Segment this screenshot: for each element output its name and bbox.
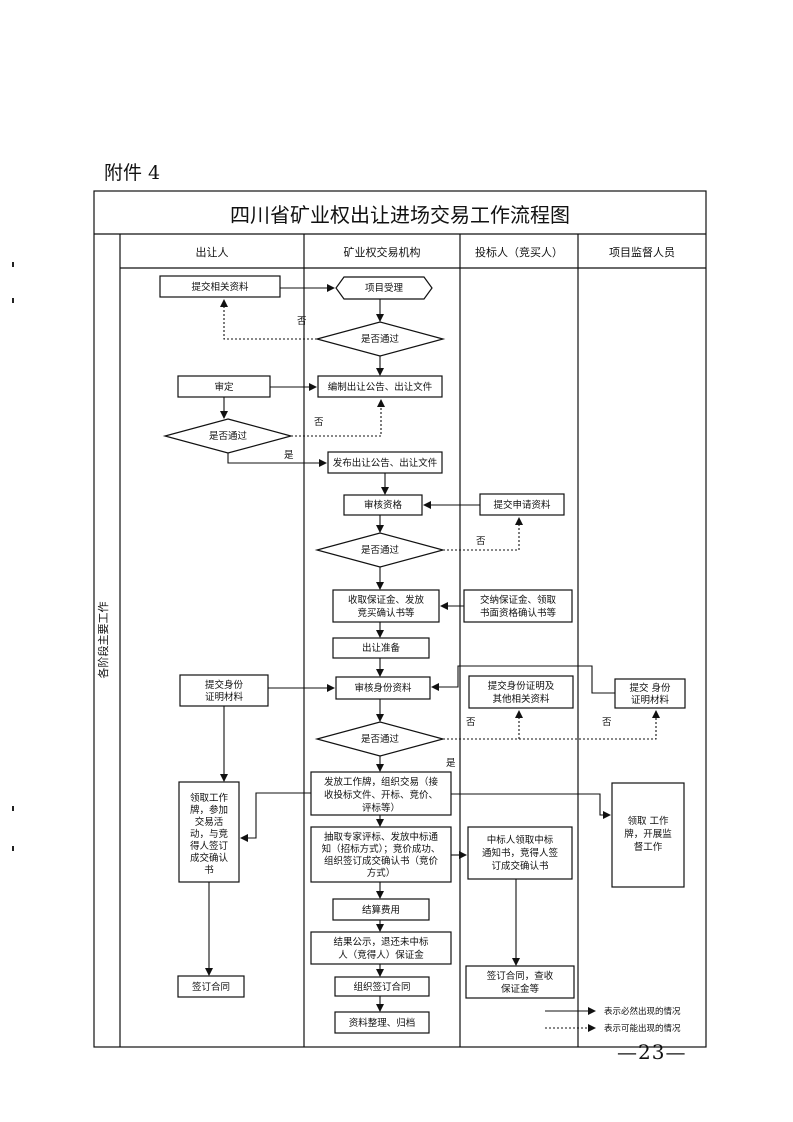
label-archive: 资料整理、归档: [349, 1017, 416, 1029]
label-pass-3: 是否通过: [361, 544, 400, 556]
branch-no-3: 否: [476, 536, 486, 547]
label-announce-1: 结果公示，退还未中标: [333, 936, 429, 948]
label-issue-1: 发放工作牌，组织交易（接: [324, 776, 439, 788]
node-deposit: [332, 589, 440, 623]
label-bidder-id-1: 提交身份证明及: [488, 680, 555, 692]
node-archive: [334, 1011, 430, 1034]
label-sign-org: 组织签订合同: [353, 981, 410, 993]
label-prepare: 出让准备: [362, 642, 401, 654]
branch-yes-1: 是: [284, 450, 294, 461]
label-seller-badge-5: 得人签订: [190, 840, 229, 852]
label-seller-badge-1: 领取工作: [190, 792, 229, 804]
label-bidder-sign-2: 保证金等: [501, 983, 540, 995]
label-sup-id-2: 证明材料: [631, 694, 670, 706]
node-qualify: [343, 494, 423, 516]
column-header-bidder: 投标人（竞买人）: [475, 245, 563, 259]
label-expert-2: 知（招标方式）；竞价成功、: [322, 843, 441, 855]
node-bidder-sign: [465, 965, 575, 999]
label-seller-sign: 签订合同: [192, 981, 230, 993]
solid-arrows: [205, 284, 615, 1015]
label-expert-1: 抽取专家评标、发放中标通: [324, 831, 439, 843]
label-review: 审定: [214, 381, 234, 393]
label-sup-id-1: 提交 身份: [629, 682, 671, 694]
label-submit-apply: 提交申请资料: [493, 499, 551, 511]
scan-mark: [12, 298, 14, 303]
node-project-accept: [335, 276, 433, 300]
branch-yes-2: 是: [446, 758, 456, 769]
column-header-supervisor: 项目监督人员: [609, 245, 675, 259]
node-submit-materials: [159, 275, 281, 298]
label-winner-3: 订成交确认书: [491, 860, 549, 872]
label-settle: 结算费用: [362, 904, 400, 916]
flowchart-title: 四川省矿业权出让进场交易工作流程图: [230, 203, 570, 227]
label-deposit-1: 收取保证金、发放: [348, 594, 425, 606]
node-seller-badge: [178, 781, 240, 883]
scan-mark: [12, 806, 14, 811]
label-seller-badge-2: 牌，参加: [190, 804, 228, 816]
label-deposit-2: 竞买确认书等: [357, 607, 415, 619]
label-publish: 发布出让公告、出让文件: [333, 457, 438, 469]
label-sup-badge-2: 牌，开展监: [624, 828, 672, 840]
legend-solid: 表示必然出现的情况: [604, 1006, 681, 1017]
frame: [93, 190, 707, 1048]
node-winner: [467, 826, 573, 880]
dotted-arrows: [220, 299, 660, 1032]
label-project-accept: 项目受理: [365, 282, 404, 294]
label-qualify: 审核资格: [364, 499, 403, 511]
node-bidder-id: [468, 675, 574, 709]
scan-mark: [12, 846, 14, 851]
label-prepare-docs: 编制出让公告、出让文件: [328, 381, 433, 393]
page-number: —23—: [617, 1040, 687, 1064]
node-sign-org: [334, 976, 430, 997]
attachment-label: 附件 4: [104, 162, 161, 184]
label-seller-id-1: 提交身份: [205, 679, 244, 691]
scan-mark: [12, 262, 14, 267]
legend-dotted: 表示可能出现的情况: [604, 1023, 681, 1034]
label-winner-1: 中标人领取中标: [487, 834, 554, 846]
label-seller-badge-7: 书: [204, 865, 214, 876]
label-pass-4: 是否通过: [361, 733, 400, 745]
branch-no-5: 否: [602, 717, 612, 728]
node-settle: [332, 898, 430, 921]
node-announce: [310, 931, 452, 965]
label-issue-3: 评标等）: [362, 802, 400, 814]
label-bidder-sign-1: 签订合同，查收: [487, 970, 554, 982]
label-pay-1: 交纳保证金、领取: [480, 594, 557, 606]
label-seller-badge-6: 成交确认: [190, 852, 229, 864]
branch-no-2: 否: [314, 417, 324, 428]
label-winner-2: 通知书，竞得人签: [482, 847, 559, 859]
label-sup-badge-1: 领取 工作: [627, 815, 669, 827]
side-label: 各阶段主要工作: [96, 602, 110, 679]
label-verify-id: 审核身份资料: [354, 682, 412, 694]
node-issue: [310, 771, 452, 816]
node-verify-id: [335, 676, 431, 700]
label-submit-materials: 提交相关资料: [191, 281, 249, 293]
label-seller-badge-4: 动，与竞: [190, 828, 229, 840]
label-expert-3: 组织签订成交确认书（竞价: [324, 855, 439, 867]
label-seller-badge-3: 交易活: [195, 816, 224, 828]
node-expert: [310, 826, 452, 883]
node-sup-badge: [611, 782, 685, 888]
branch-no-4: 否: [466, 717, 476, 728]
node-prepare: [332, 637, 430, 659]
label-announce-2: 人（竞得人）保证金: [338, 949, 424, 961]
label-sup-badge-3: 督工作: [634, 841, 663, 853]
column-header-exchange: 矿业权交易机构: [344, 245, 421, 259]
label-pay-2: 书面资格确认书等: [480, 607, 557, 619]
label-issue-2: 收投标文件、开标、竞价、: [324, 789, 438, 801]
branch-no-1: 否: [297, 316, 307, 327]
label-pass-1: 是否通过: [361, 333, 400, 345]
node-seller-sign: [177, 975, 245, 998]
node-prepare-docs: [317, 375, 443, 398]
column-header-seller: 出让人: [196, 245, 229, 259]
label-seller-id-2: 证明材料: [205, 691, 244, 703]
label-pass-2: 是否通过: [209, 430, 248, 442]
label-expert-4: 方式）: [367, 867, 396, 879]
label-bidder-id-2: 其他相关资料: [492, 693, 550, 705]
